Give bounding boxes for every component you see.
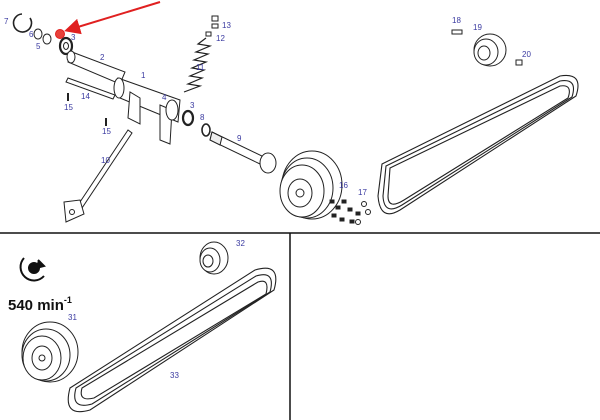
callout-4: 4 xyxy=(162,93,167,102)
panel-borders xyxy=(0,232,600,420)
pin-14 xyxy=(65,77,116,100)
callout-20: 20 xyxy=(522,50,531,59)
pulley-small-top xyxy=(473,33,507,67)
callout-5: 5 xyxy=(36,42,41,51)
callout-9: 9 xyxy=(237,134,242,143)
callout-3a: 3 xyxy=(71,33,76,42)
spring-11 xyxy=(183,37,213,93)
bottom-drive-assembly xyxy=(21,241,277,413)
bolt-12 xyxy=(205,31,212,37)
red-pointer-arrow xyxy=(64,1,161,35)
pulley-31 xyxy=(21,321,79,383)
circlip-7 xyxy=(12,13,33,33)
belt-top xyxy=(377,74,579,215)
callout-3b: 3 xyxy=(190,101,195,110)
seal-8 xyxy=(201,123,211,137)
callout-31: 31 xyxy=(68,313,77,322)
callout-14: 14 xyxy=(81,92,90,101)
housing-1 xyxy=(113,77,181,145)
callout-33: 33 xyxy=(170,371,179,380)
callout-18: 18 xyxy=(452,16,461,25)
nut-20 xyxy=(515,59,523,66)
callout-19: 19 xyxy=(473,23,482,32)
bolt-18 xyxy=(451,29,463,35)
washer-set-17 xyxy=(355,201,371,225)
pulley-large-top xyxy=(279,150,343,220)
callout-labels: 1 2 3 3 4 5 6 7 8 9 10 11 12 13 14 15 15… xyxy=(4,16,531,380)
rotation-arrow-icon xyxy=(19,257,46,282)
callout-13: 13 xyxy=(222,21,231,30)
callout-6: 6 xyxy=(29,30,34,39)
belt-33 xyxy=(67,267,277,413)
washer-6 xyxy=(33,28,43,40)
washer-5 xyxy=(42,33,52,45)
rod-10 xyxy=(63,129,133,223)
callout-17: 17 xyxy=(358,188,367,197)
pulley-32 xyxy=(199,241,229,275)
callout-7: 7 xyxy=(4,17,9,26)
callout-16: 16 xyxy=(339,181,348,190)
bearing-3-right xyxy=(181,109,195,127)
bolt-set-16 xyxy=(329,199,361,224)
tube-2 xyxy=(66,50,126,85)
speed-label: 540 min-1 xyxy=(8,295,72,314)
top-assembly xyxy=(12,13,579,225)
callout-2: 2 xyxy=(100,53,105,62)
callout-15b: 15 xyxy=(102,127,111,136)
callout-10: 10 xyxy=(101,156,110,165)
highlight-dot-icon xyxy=(55,29,65,39)
shaft-9 xyxy=(209,131,277,174)
callout-15a: 15 xyxy=(64,103,73,112)
callout-11: 11 xyxy=(196,63,205,72)
callout-8: 8 xyxy=(200,113,205,122)
callout-12: 12 xyxy=(216,34,225,43)
callout-1: 1 xyxy=(141,71,146,80)
nut-13 xyxy=(211,15,219,22)
callout-32: 32 xyxy=(236,239,245,248)
